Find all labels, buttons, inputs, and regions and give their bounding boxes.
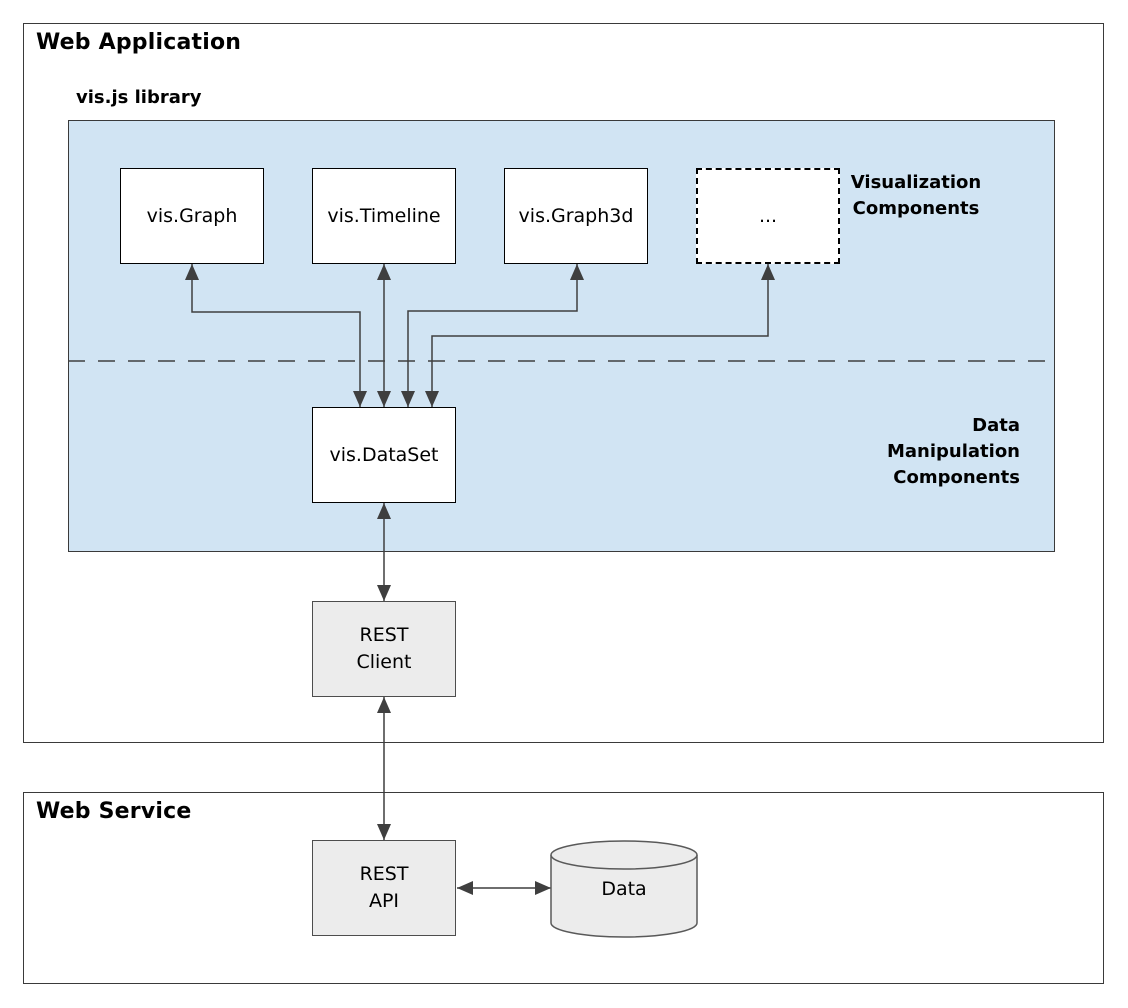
component-box-vis-graph3d: vis.Graph3d [504,168,648,264]
data-manipulation-components-label: Data Manipulation Components [886,415,1020,488]
vis-dataset-label: vis.DataSet [329,443,439,466]
web-service-box [23,792,1104,984]
component-box-rest-client: REST Client [312,601,456,697]
visualization-components-label: Visualization Components [850,172,982,219]
rest-client-label: REST Client [356,624,412,673]
web-service-title: Web Service [36,799,192,824]
rest-api-label: REST API [359,863,409,912]
component-box-vis-dataset: vis.DataSet [312,407,456,503]
web-application-title: Web Application [36,30,242,55]
more-components-label: ... [758,204,778,227]
vis-graph3d-label: vis.Graph3d [518,204,634,227]
component-box-rest-api: REST API [312,840,456,936]
data-store-label: Data [601,878,647,900]
vis-graph-label: vis.Graph [146,204,238,227]
web-application-box [23,23,1104,743]
data-store-label-container: Data [551,841,697,937]
component-box-vis-graph: vis.Graph [120,168,264,264]
component-box-more: ... [696,168,840,264]
vis-timeline-label: vis.Timeline [327,204,441,227]
component-box-vis-timeline: vis.Timeline [312,168,456,264]
visjs-library-label: vis.js library [76,87,202,108]
